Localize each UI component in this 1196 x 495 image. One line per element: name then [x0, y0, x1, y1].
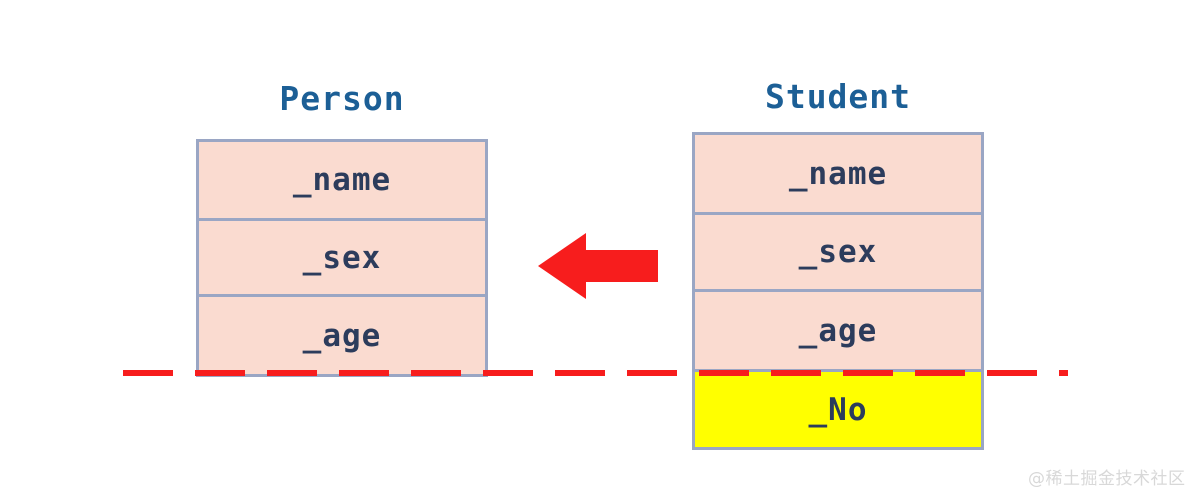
- derived-class-box: _name _sex _age _No: [692, 132, 984, 450]
- arrow-left-icon: [538, 232, 658, 300]
- base-class-member-age: _age: [199, 297, 485, 374]
- base-class-title: Person: [279, 79, 405, 118]
- base-class-box: _name _sex _age: [196, 139, 488, 377]
- watermark-text: @稀土掘金技术社区: [1028, 469, 1186, 489]
- base-class-member-sex: _sex: [199, 220, 485, 298]
- slicing-cut-line: [123, 370, 1068, 376]
- derived-class-member-no: _No: [695, 372, 981, 447]
- derived-class-title: Student: [764, 77, 912, 116]
- derived-class-member-sex: _sex: [695, 215, 981, 292]
- derived-class-member-age: _age: [695, 292, 981, 372]
- base-class-member-name: _name: [199, 142, 485, 221]
- derived-class-member-name: _name: [695, 135, 981, 215]
